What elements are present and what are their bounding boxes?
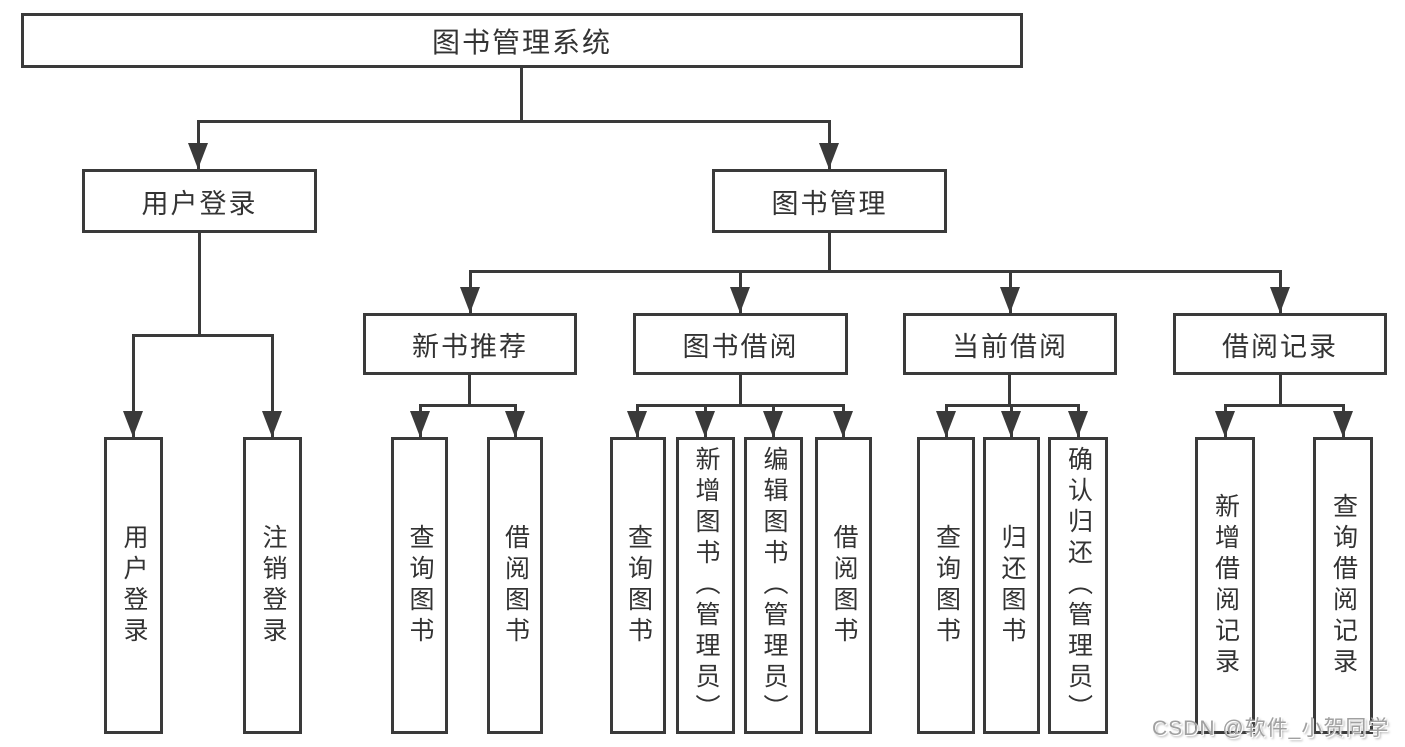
connector-stem xyxy=(468,375,471,407)
node-book-management: 图书管理 xyxy=(712,169,947,233)
connector-to-leaf xyxy=(132,334,135,437)
leaf-query-borrow-record: 查询借阅记录 xyxy=(1313,437,1373,734)
connector-branch xyxy=(1224,404,1345,407)
node-label: 新书推荐 xyxy=(412,331,528,362)
connector-book-management-stem xyxy=(828,233,831,273)
leaf-label: 新增图书（管理员） xyxy=(692,446,720,725)
leaf-confirm-return-admin: 确认归还（管理员） xyxy=(1048,437,1108,734)
connector-book-management-branch xyxy=(469,270,1282,273)
leaf-label: 查询借阅记录 xyxy=(1329,492,1358,679)
arrowhead-icon xyxy=(1270,287,1290,313)
leaf-label: 借阅图书 xyxy=(830,523,858,648)
arrowhead-icon xyxy=(1215,411,1235,437)
node-new-book-recommend: 新书推荐 xyxy=(363,313,577,375)
connector-stem xyxy=(1279,375,1282,407)
arrowhead-icon xyxy=(833,411,853,437)
node-current-borrowing: 当前借阅 xyxy=(903,313,1117,375)
node-book-borrowing: 图书借阅 xyxy=(633,313,848,375)
leaf-return-books: 归还图书 xyxy=(983,437,1040,734)
leaf-query-books-2: 查询图书 xyxy=(610,437,666,734)
connector-branch xyxy=(636,404,845,407)
arrowhead-icon xyxy=(1001,411,1021,437)
node-label: 用户登录 xyxy=(141,188,258,219)
connector-to-leaf xyxy=(271,334,274,437)
arrowhead-icon xyxy=(460,287,480,313)
connector-branch xyxy=(419,404,517,407)
arrowhead-icon xyxy=(730,287,750,313)
leaf-add-books-admin: 新增图书（管理员） xyxy=(676,437,735,734)
connector-stem xyxy=(739,375,742,407)
node-label: 图书管理 xyxy=(771,188,888,219)
connector-user-login-stem xyxy=(198,233,201,337)
connector-stem xyxy=(1008,375,1011,407)
leaf-label: 新增借阅记录 xyxy=(1211,492,1240,679)
node-label: 当前借阅 xyxy=(952,331,1068,362)
node-label: 图书借阅 xyxy=(682,331,799,362)
connector-root-branch xyxy=(197,120,831,123)
leaf-label: 用户登录 xyxy=(120,523,148,648)
leaf-query-books-1: 查询图书 xyxy=(391,437,448,734)
node-label: 图书管理系统 xyxy=(431,26,612,58)
node-library-management-system: 图书管理系统 xyxy=(21,13,1023,68)
arrowhead-icon xyxy=(505,411,525,437)
arrowhead-icon xyxy=(763,411,783,437)
leaf-add-borrow-record: 新增借阅记录 xyxy=(1195,437,1255,734)
node-user-login: 用户登录 xyxy=(82,169,317,233)
arrowhead-icon xyxy=(262,411,282,437)
node-label: 借阅记录 xyxy=(1222,331,1338,362)
leaf-label: 查询图书 xyxy=(932,523,961,648)
node-borrowing-records: 借阅记录 xyxy=(1173,313,1387,375)
leaf-label: 编辑图书（管理员） xyxy=(760,446,788,725)
arrowhead-icon xyxy=(936,411,956,437)
connector-root-stem xyxy=(520,68,523,123)
csdn-watermark: CSDN @软件_小贺同学 xyxy=(1152,717,1390,740)
arrowhead-icon xyxy=(188,143,208,169)
arrowhead-icon xyxy=(1000,287,1020,313)
leaf-borrow-books-1: 借阅图书 xyxy=(487,437,543,734)
leaf-logout: 注销登录 xyxy=(243,437,302,734)
leaf-borrow-books-2: 借阅图书 xyxy=(815,437,872,734)
leaf-label: 查询图书 xyxy=(624,523,653,648)
leaf-query-books-3: 查询图书 xyxy=(917,437,975,734)
leaf-label: 注销登录 xyxy=(259,523,287,648)
arrowhead-icon xyxy=(627,411,647,437)
leaf-user-login: 用户登录 xyxy=(104,437,163,734)
arrowhead-icon xyxy=(695,411,715,437)
leaf-label: 查询图书 xyxy=(406,523,434,648)
connector-user-login-branch xyxy=(132,334,273,337)
leaf-label: 归还图书 xyxy=(998,523,1026,648)
arrowhead-icon xyxy=(123,411,143,437)
arrowhead-icon xyxy=(819,143,839,169)
leaf-edit-books-admin: 编辑图书（管理员） xyxy=(744,437,803,734)
arrowhead-icon xyxy=(1068,411,1088,437)
arrowhead-icon xyxy=(410,411,430,437)
arrowhead-icon xyxy=(1333,411,1353,437)
leaf-label: 借阅图书 xyxy=(501,523,530,648)
leaf-label: 确认归还（管理员） xyxy=(1064,446,1093,725)
